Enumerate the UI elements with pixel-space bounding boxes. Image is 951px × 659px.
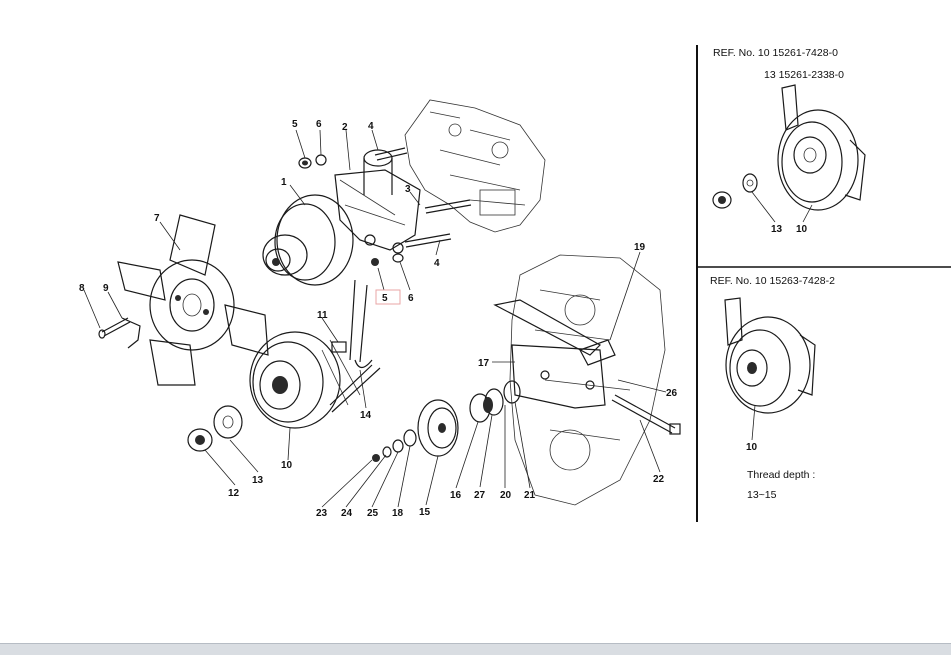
v-belt — [329, 279, 381, 413]
callout-26: 26 — [666, 388, 678, 399]
inset-bottom: REF. No. 10 15263-7428-2 10 Thread depth… — [710, 275, 835, 501]
callout-5-bottom: 5 — [382, 293, 388, 304]
callout-11: 11 — [317, 310, 328, 321]
inset-top: REF. No. 10 15261-7428-0 13 15261-2338-0… — [712, 47, 866, 235]
alternator-bracket — [493, 299, 606, 409]
callout-27: 27 — [474, 490, 486, 501]
inset-top-ref-line2: 13 15261-2338-0 — [764, 69, 844, 81]
thread-depth-value: 13~15 — [747, 489, 777, 501]
crankshaft-pulley — [249, 331, 361, 429]
callout-20: 20 — [500, 490, 512, 501]
thread-depth-label: Thread depth : — [747, 469, 815, 481]
engine-block-lower — [509, 254, 666, 506]
small-washers — [372, 429, 417, 462]
inset-frame — [696, 45, 951, 522]
callout-23: 23 — [316, 508, 328, 519]
callout-1: 1 — [281, 177, 287, 188]
idler-pulley — [417, 399, 459, 457]
callout-4-top: 4 — [368, 121, 374, 132]
stay-rod — [579, 339, 616, 366]
callout-13: 13 — [252, 475, 264, 486]
inset-bottom-ref-line: REF. No. 10 15263-7428-2 — [710, 275, 835, 287]
callout-18: 18 — [392, 508, 404, 519]
callout-6-bottom: 6 — [408, 293, 414, 304]
callout-21: 21 — [524, 490, 536, 501]
callout-19: 19 — [634, 242, 646, 253]
stud-bolts — [374, 147, 472, 248]
callout-14: 14 — [360, 410, 372, 421]
callout-3: 3 — [405, 184, 411, 195]
callout-17: 17 — [478, 358, 490, 369]
pulley-washer-nut — [187, 405, 243, 452]
inset-top-ref-line1: REF. No. 10 15261-7428-0 — [713, 47, 838, 59]
window-bottom-edge — [0, 643, 951, 655]
water-pump-pulley — [262, 194, 354, 286]
cooling-fan — [117, 214, 269, 386]
callout-16: 16 — [450, 490, 462, 501]
bearing-assembly — [469, 380, 521, 423]
water-pump-housing — [334, 149, 421, 254]
callout-6: 6 — [316, 119, 322, 130]
highlight-box — [375, 289, 401, 305]
inset-top-callout-10: 10 — [796, 224, 808, 235]
callout-15: 15 — [419, 507, 431, 518]
callout-5: 5 — [292, 119, 298, 130]
engine-block-upper — [404, 99, 546, 233]
callout-4-bottom: 4 — [434, 258, 440, 269]
callout-7: 7 — [154, 213, 160, 224]
long-bolt — [611, 394, 681, 435]
callout-labels: 5 6 2 4 1 3 4 5 6 7 8 9 11 14 10 13 12 2… — [79, 119, 678, 519]
belt-tensioner — [331, 341, 347, 353]
callout-12: 12 — [228, 488, 240, 499]
callout-2: 2 — [342, 122, 348, 133]
leader-lines — [83, 129, 667, 508]
callout-25: 25 — [367, 508, 379, 519]
callout-22: 22 — [653, 474, 665, 485]
callout-9: 9 — [103, 283, 109, 294]
callout-8: 8 — [79, 283, 85, 294]
fan-bolt — [98, 317, 141, 349]
callout-10: 10 — [281, 460, 293, 471]
callout-24: 24 — [341, 508, 353, 519]
inset-bottom-callout-10: 10 — [746, 442, 758, 453]
inset-top-callout-13: 13 — [771, 224, 783, 235]
